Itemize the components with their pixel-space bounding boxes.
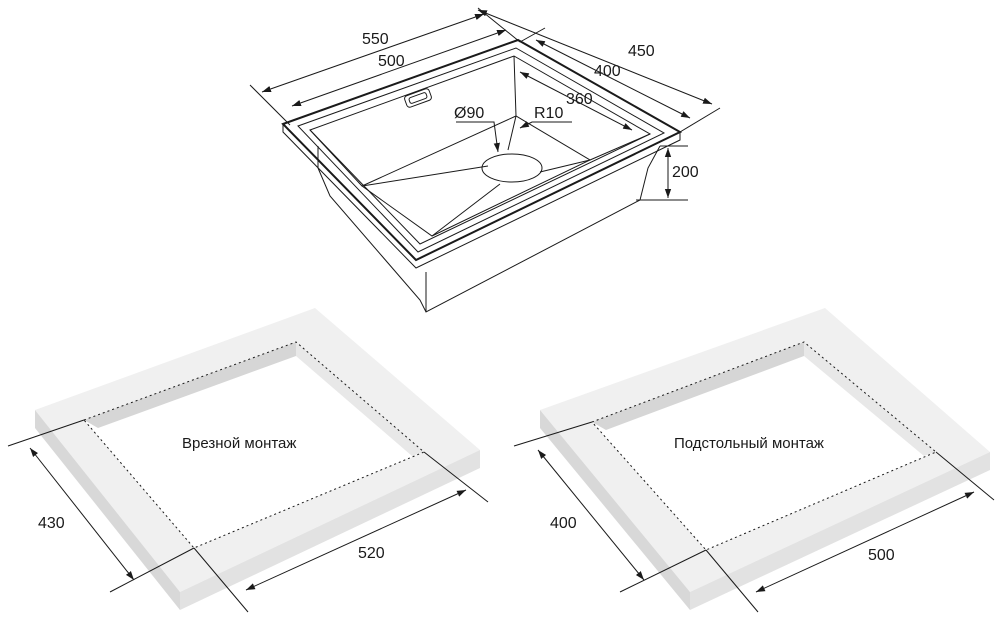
- sink-rim-edge: [282, 124, 681, 269]
- dim-line-450: [477, 9, 713, 105]
- drain-hole: [481, 153, 543, 183]
- cutout-outline-dashed: [591, 341, 937, 551]
- leader-radius: [519, 121, 572, 129]
- cutout-inner-wall: [84, 342, 296, 428]
- cutout-inner-wall: [592, 342, 804, 430]
- cutout-undermount: Подстольный монтаж 400 500: [513, 308, 995, 613]
- dim-undermount-width: 500: [868, 547, 895, 564]
- dim-bowl-width: 360: [566, 91, 593, 108]
- cutout-flush: Врезной монтаж 430 520: [7, 308, 489, 613]
- dim-line-500: [755, 491, 975, 593]
- dim-flush-width: 520: [358, 545, 385, 562]
- dim-undermount-depth: 400: [550, 515, 577, 532]
- sink-drawing: [281, 38, 683, 313]
- sink-bowl-floor: [361, 115, 592, 237]
- dim-line-500: [291, 29, 507, 107]
- dim-bowl-height: 200: [672, 164, 699, 181]
- dim-line-430: [29, 447, 135, 581]
- sink-bowl-top: [309, 55, 652, 245]
- sink-dimensions: 550 500 450 400 360 Ø90 R10 200: [249, 7, 721, 201]
- dim-drain-diameter: Ø90: [454, 105, 484, 122]
- dim-outer-width: 550: [362, 31, 389, 48]
- dim-line-550: [261, 13, 485, 93]
- caption-undermount: Подстольный монтаж: [674, 435, 824, 452]
- dim-line-360: [519, 71, 633, 131]
- dim-inner-depth: 400: [594, 63, 621, 80]
- sink-body: [317, 145, 661, 313]
- dim-inner-width: 500: [378, 53, 405, 70]
- cutout-outline-dashed: [83, 341, 425, 549]
- dim-line-520: [245, 489, 467, 591]
- caption-flush-mount: Врезной монтаж: [182, 435, 296, 452]
- leader-drain: [456, 121, 500, 153]
- dim-line-400: [537, 449, 645, 581]
- sink-floor-lines: [361, 115, 591, 237]
- dim-flush-depth: 430: [38, 515, 65, 532]
- dim-corner-radius: R10: [534, 105, 563, 122]
- dim-outer-depth: 450: [628, 43, 655, 60]
